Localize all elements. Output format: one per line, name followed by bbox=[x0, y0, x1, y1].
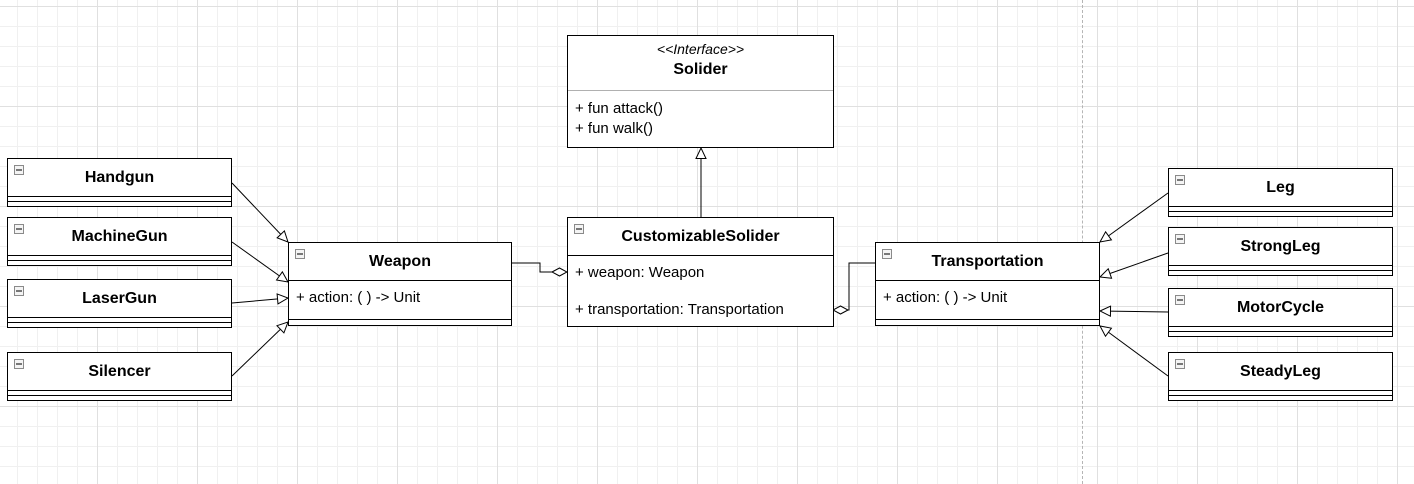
compartment-divider bbox=[568, 90, 833, 91]
class-leg[interactable]: Leg bbox=[1168, 168, 1393, 217]
compartment-divider bbox=[568, 255, 833, 256]
class-name: Weapon bbox=[369, 252, 431, 270]
compartment-divider bbox=[1169, 265, 1392, 266]
compartment-divider bbox=[8, 196, 231, 197]
class-silencer[interactable]: Silencer bbox=[7, 352, 232, 401]
class-name: Transportation bbox=[931, 252, 1044, 270]
compartment-divider bbox=[1169, 211, 1392, 212]
collapse-icon[interactable] bbox=[1175, 234, 1185, 244]
compartment-divider bbox=[289, 280, 511, 281]
compartment-divider bbox=[1169, 395, 1392, 396]
compartment-divider bbox=[8, 390, 231, 391]
collapse-icon[interactable] bbox=[14, 224, 24, 234]
compartment-divider bbox=[8, 322, 231, 323]
collapse-icon[interactable] bbox=[1175, 295, 1185, 305]
class-name: Handgun bbox=[84, 168, 155, 186]
field-weapon: + weapon: Weapon bbox=[575, 264, 705, 281]
compartment-divider bbox=[289, 319, 511, 320]
class-motorcycle[interactable]: MotorCycle bbox=[1168, 288, 1393, 337]
class-name: Leg bbox=[1266, 178, 1295, 196]
class-name: MotorCycle bbox=[1236, 298, 1325, 316]
class-weapon[interactable]: Weapon + action: ( ) -> Unit bbox=[288, 242, 512, 326]
compartment-divider bbox=[1169, 331, 1392, 332]
class-steadyleg[interactable]: SteadyLeg bbox=[1168, 352, 1393, 401]
compartment-divider bbox=[1169, 206, 1392, 207]
class-name: SteadyLeg bbox=[1240, 362, 1321, 380]
inheritance-connector-machinegun[interactable] bbox=[231, 241, 288, 282]
collapse-icon[interactable] bbox=[574, 224, 584, 234]
compartment-divider bbox=[8, 317, 231, 318]
compartment-divider bbox=[8, 255, 231, 256]
field-action: + action: ( ) -> Unit bbox=[883, 289, 1008, 306]
method-walk: + fun walk() bbox=[575, 120, 653, 137]
class-customizablesolider[interactable]: CustomizableSolider + weapon: Weapon + t… bbox=[567, 217, 834, 327]
field-action: + action: ( ) -> Unit bbox=[296, 289, 421, 306]
compartment-divider bbox=[1169, 270, 1392, 271]
interface-name: Solider bbox=[673, 61, 728, 78]
aggregation-connector-transportation[interactable] bbox=[833, 262, 875, 310]
compartment-divider bbox=[8, 260, 231, 261]
compartment-divider bbox=[876, 319, 1099, 320]
method-attack: + fun attack() bbox=[575, 100, 663, 117]
collapse-icon[interactable] bbox=[14, 359, 24, 369]
compartment-divider bbox=[1169, 390, 1392, 391]
collapse-icon[interactable] bbox=[1175, 175, 1185, 185]
inheritance-connector-lasergun[interactable] bbox=[231, 298, 288, 303]
collapse-icon[interactable] bbox=[295, 249, 305, 259]
inheritance-connector-leg[interactable] bbox=[1100, 192, 1169, 242]
compartment-divider bbox=[1169, 326, 1392, 327]
class-name: CustomizableSolider bbox=[621, 227, 780, 245]
class-name: LaserGun bbox=[82, 289, 157, 307]
compartment-divider bbox=[876, 280, 1099, 281]
collapse-icon[interactable] bbox=[1175, 359, 1185, 369]
class-strongleg[interactable]: StrongLeg bbox=[1168, 227, 1393, 276]
class-name: Silencer bbox=[88, 362, 151, 380]
collapse-icon[interactable] bbox=[14, 165, 24, 175]
aggregation-connector-weapon[interactable] bbox=[511, 262, 567, 272]
class-lasergun[interactable]: LaserGun bbox=[7, 279, 232, 328]
class-name: StrongLeg bbox=[1240, 237, 1321, 255]
stereotype-label: <<Interface>> bbox=[656, 41, 745, 57]
class-name: MachineGun bbox=[71, 227, 168, 245]
inheritance-connector-steadyleg[interactable] bbox=[1100, 326, 1169, 377]
collapse-icon[interactable] bbox=[14, 286, 24, 296]
interface-solider[interactable]: <<Interface>> Solider + fun attack() + f… bbox=[567, 35, 834, 148]
compartment-divider bbox=[8, 201, 231, 202]
inheritance-connector-strongleg[interactable] bbox=[1100, 252, 1169, 277]
class-machinegun[interactable]: MachineGun bbox=[7, 217, 232, 266]
inheritance-connector-motorcycle[interactable] bbox=[1100, 311, 1169, 312]
inheritance-connector-handgun[interactable] bbox=[231, 182, 288, 242]
field-transportation: + transportation: Transportation bbox=[575, 301, 784, 318]
compartment-divider bbox=[8, 395, 231, 396]
class-handgun[interactable]: Handgun bbox=[7, 158, 232, 207]
class-transportation[interactable]: Transportation + action: ( ) -> Unit bbox=[875, 242, 1100, 326]
inheritance-connector-silencer[interactable] bbox=[231, 322, 288, 377]
collapse-icon[interactable] bbox=[882, 249, 892, 259]
